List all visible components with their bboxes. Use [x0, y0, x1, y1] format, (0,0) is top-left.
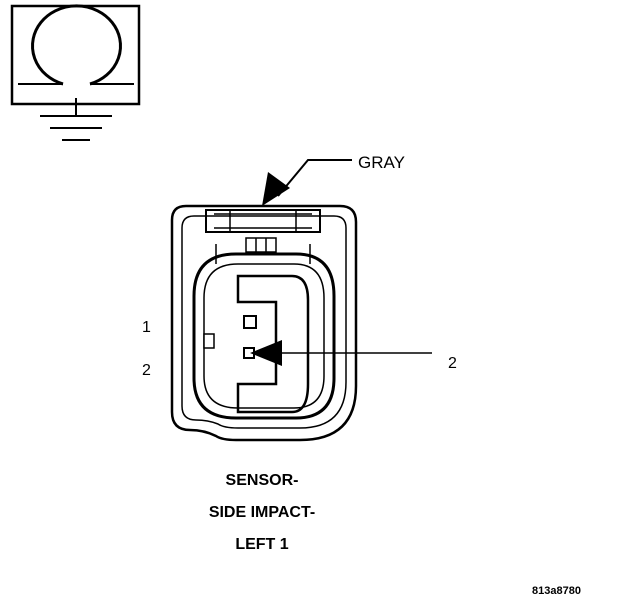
connector-latch — [205, 209, 321, 264]
wire-color-label: GRAY — [358, 153, 405, 172]
callout-pin-label: 2 — [448, 355, 457, 372]
pin-callout-leader — [250, 340, 432, 366]
connector-housing — [170, 204, 358, 442]
title-line-1: SENSOR- — [226, 472, 299, 489]
wire-color-leader — [262, 159, 352, 206]
title-line-3: LEFT 1 — [235, 536, 288, 553]
title-line-2: SIDE IMPACT- — [209, 504, 315, 521]
pin-label-2: 2 — [142, 362, 151, 379]
terminal-insert — [236, 274, 310, 414]
cavity-1 — [243, 315, 257, 329]
connector-key — [203, 333, 215, 349]
pin-label-1: 1 — [142, 319, 151, 336]
figure-code: 813a8780 — [532, 585, 581, 597]
ground-symbol-icon — [10, 4, 141, 141]
